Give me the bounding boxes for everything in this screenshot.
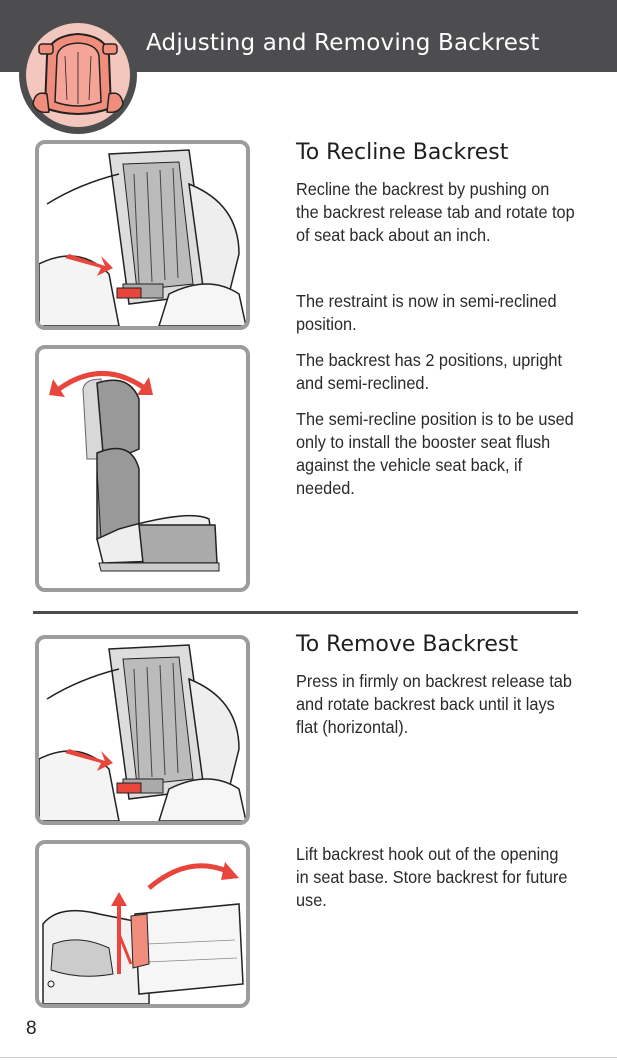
recline-paragraph-4: The semi-recline position is to be used … xyxy=(296,408,575,500)
backrest-seat-icon xyxy=(19,16,137,134)
recline-paragraph-1: Recline the backrest by pushing on the b… xyxy=(296,178,575,247)
remove-release-tab-illustration xyxy=(35,635,250,825)
remove-heading: To Remove Backrest xyxy=(296,632,518,657)
recline-release-tab-illustration xyxy=(35,140,250,330)
recline-paragraph-2: The restraint is now in semi-reclined po… xyxy=(296,290,575,336)
page-number: 8 xyxy=(26,1018,37,1040)
backrest-positions-illustration xyxy=(35,345,250,592)
page-title: Adjusting and Removing Backrest xyxy=(146,30,540,56)
bottom-rule xyxy=(0,1057,617,1058)
recline-heading: To Recline Backrest xyxy=(296,140,508,165)
remove-paragraph-1: Press in firmly on backrest release tab … xyxy=(296,670,575,739)
recline-paragraph-3: The backrest has 2 positions, upright an… xyxy=(296,349,575,395)
section-divider xyxy=(33,611,578,614)
lift-backrest-hook-illustration xyxy=(35,840,250,1008)
remove-paragraph-2: Lift backrest hook out of the opening in… xyxy=(296,843,575,912)
